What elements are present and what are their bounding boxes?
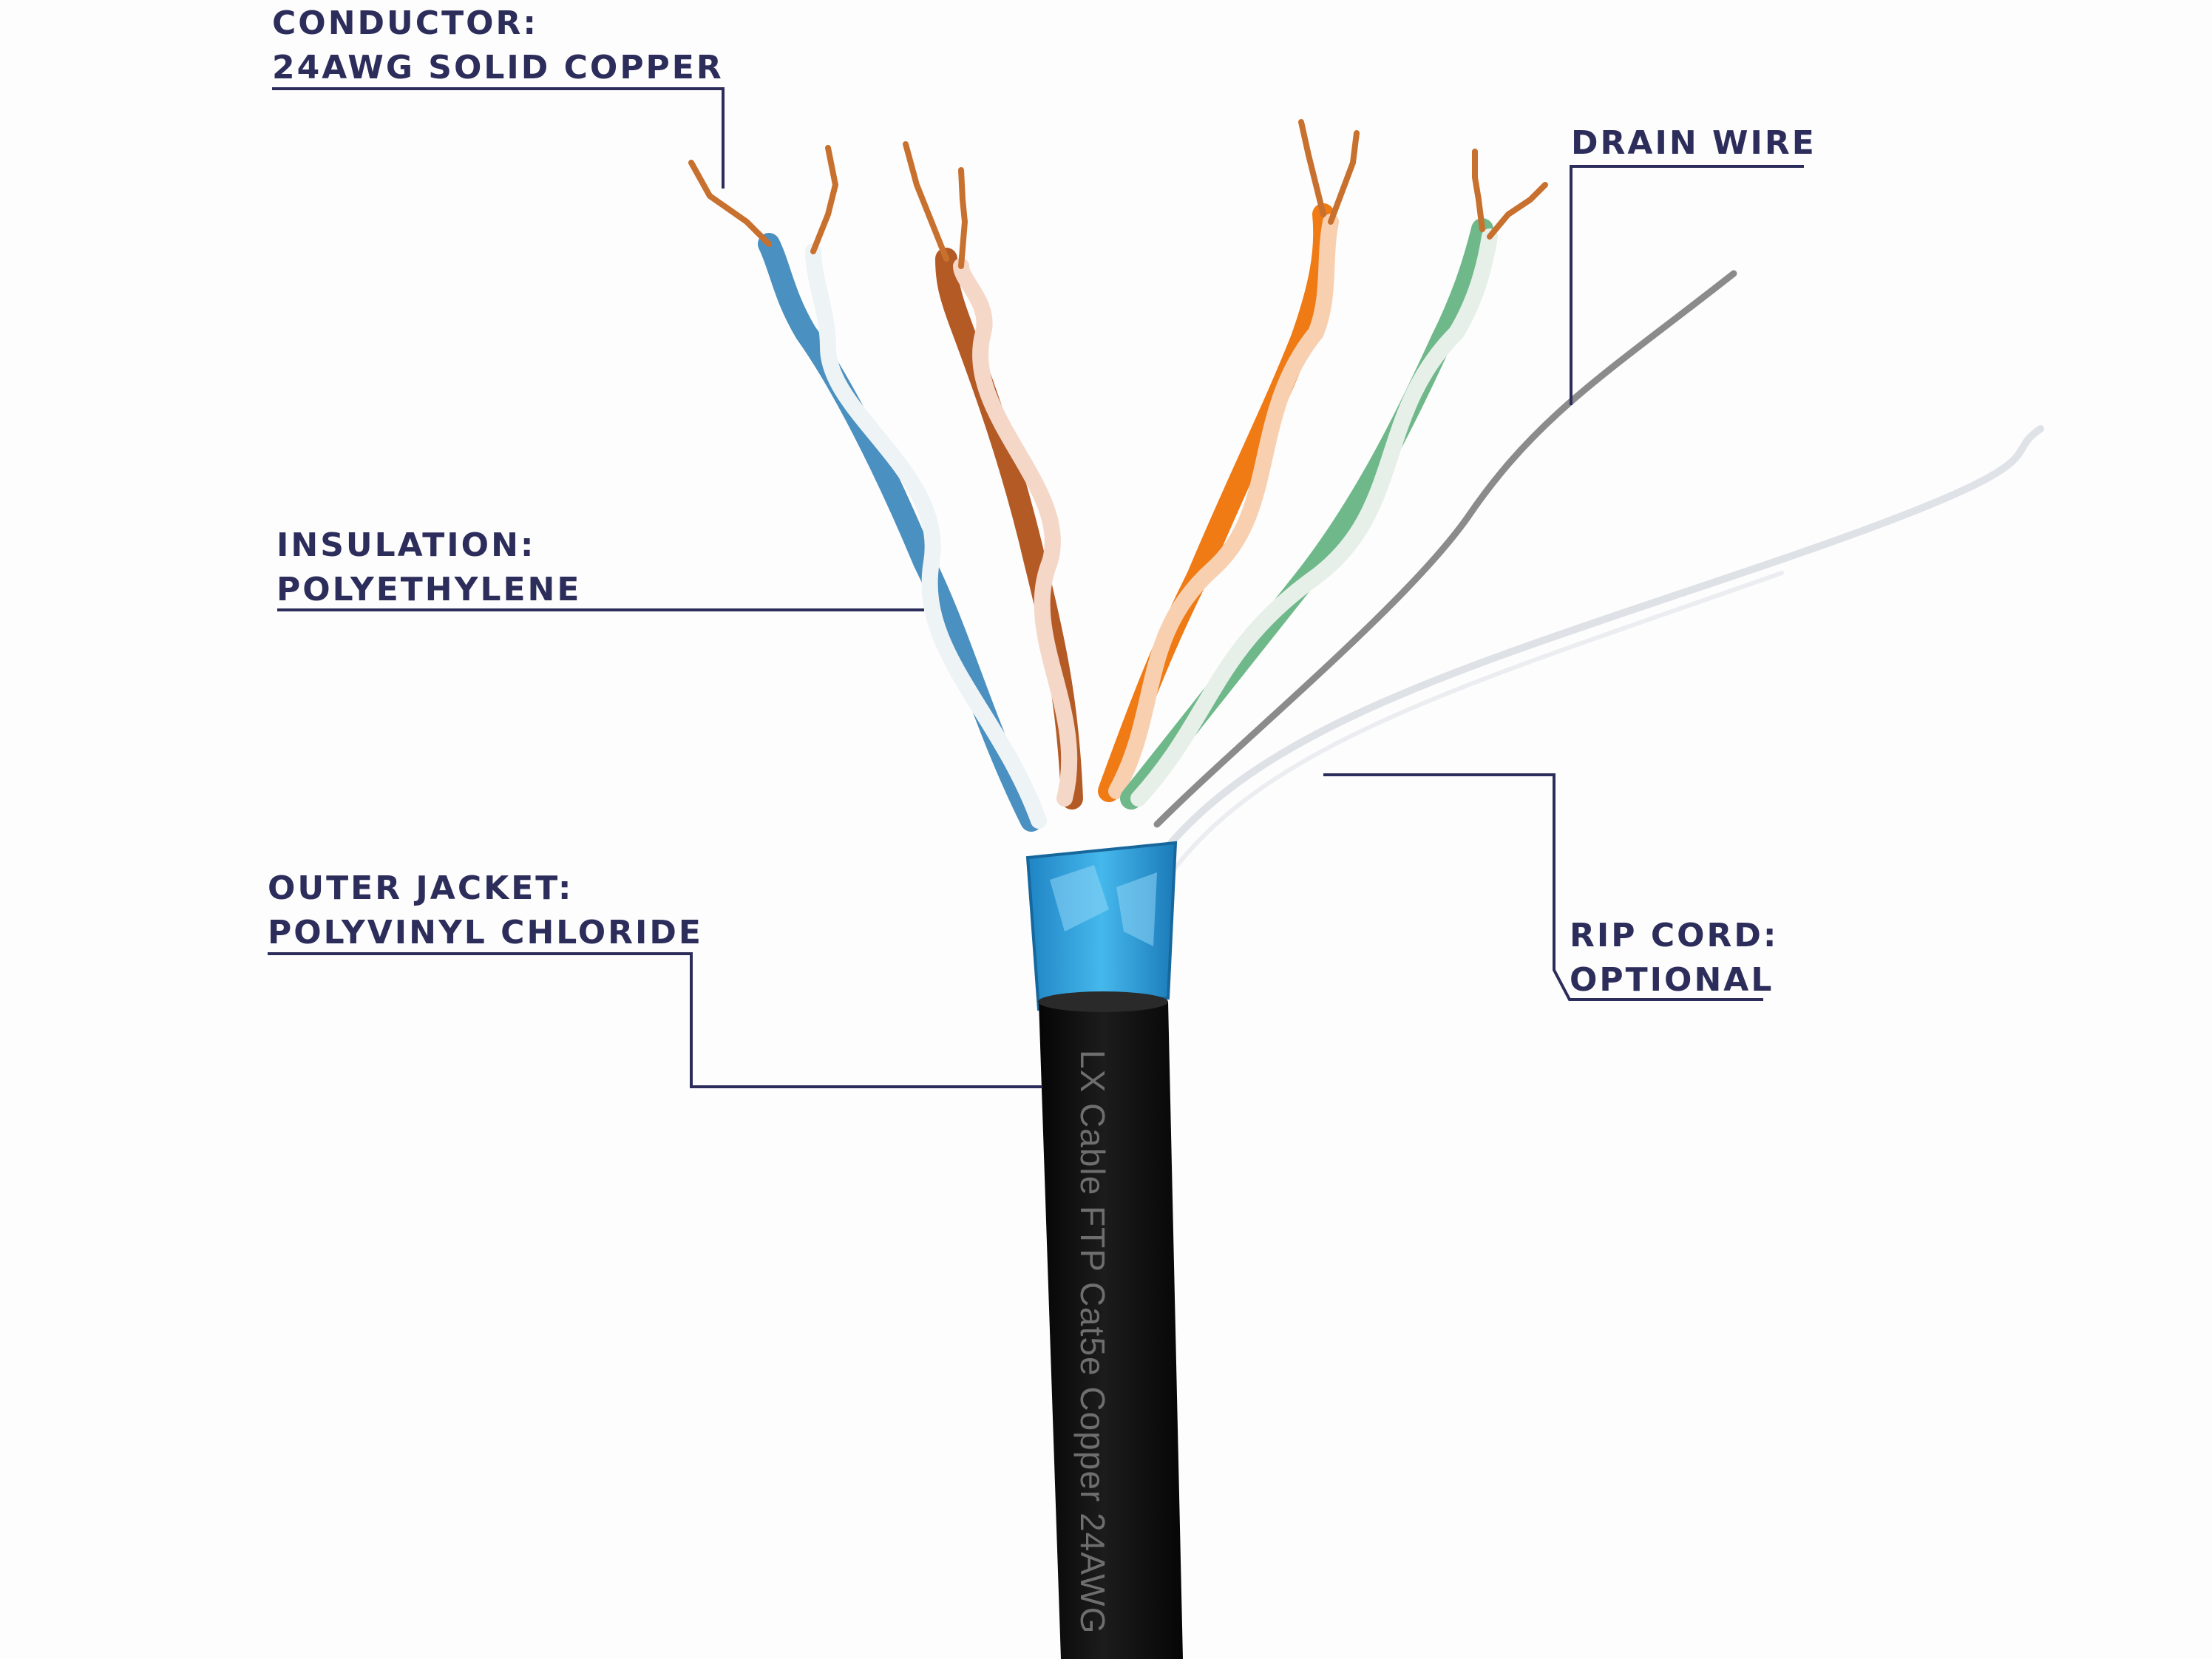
rip-cord xyxy=(1150,425,2044,875)
outer-jacket xyxy=(1039,993,1183,1659)
conductor-leader xyxy=(272,87,725,189)
rip-cord-label: RIP CORD: OPTIONAL xyxy=(1570,914,1779,1002)
outer-jacket-leader xyxy=(268,952,1042,1088)
drain-wire-leader xyxy=(1570,165,1804,405)
drain-wire-label-title: DRAIN WIRE xyxy=(1571,124,1816,162)
twisted-pair-brown xyxy=(903,141,1083,810)
twisted-pair-green xyxy=(1120,149,1548,810)
conductor-label-value: 24AWG SOLID COPPER xyxy=(272,49,724,86)
drain-wire xyxy=(1153,270,1737,828)
outer-jacket-label-title: OUTER JACKET: xyxy=(268,869,574,907)
insulation-label-value: POLYETHYLENE xyxy=(276,571,582,608)
insulation-label-title: INSULATION: xyxy=(276,526,536,564)
rip-cord-leader xyxy=(1323,773,1763,1001)
conductor-label: CONDUCTOR: 24AWG SOLID COPPER xyxy=(272,1,724,90)
outer-jacket-label: OUTER JACKET: POLYVINYL CHLORIDE xyxy=(268,866,703,955)
twisted-pair-blue xyxy=(688,145,1047,832)
twisted-pair-orange xyxy=(1098,119,1360,802)
outer-jacket-label-value: POLYVINYL CHLORIDE xyxy=(268,914,703,951)
insulation-label: INSULATION: POLYETHYLENE xyxy=(276,523,581,612)
cable-print: LX Cable FTP Cat5e Copper 24AWG xyxy=(1073,1050,1112,1634)
drain-wire-label: DRAIN WIRE xyxy=(1571,121,1816,166)
rip-cord-label-title: RIP CORD: xyxy=(1570,917,1779,954)
conductor-label-title: CONDUCTOR: xyxy=(272,4,538,42)
rip-cord-label-value: OPTIONAL xyxy=(1570,961,1774,999)
leader-lines xyxy=(268,87,1804,1088)
